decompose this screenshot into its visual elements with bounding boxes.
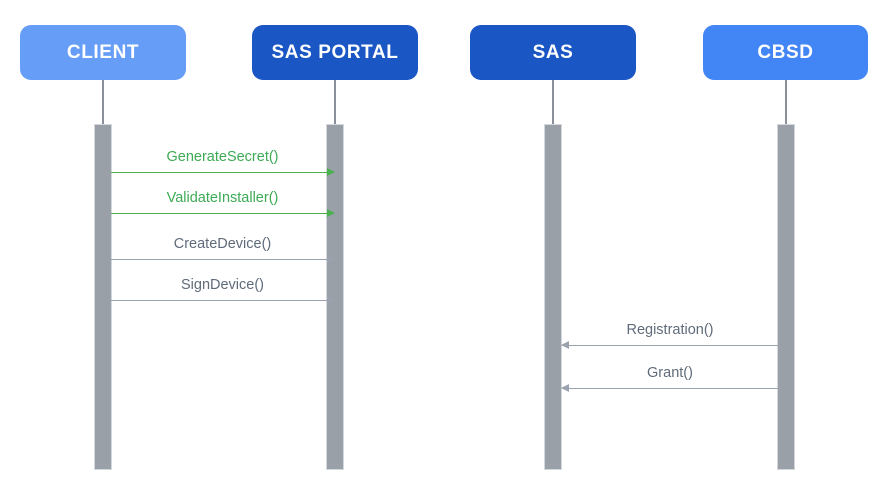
message-arrowhead-generate-secret [327,167,335,176]
message-arrowhead-registration [561,340,569,349]
message-label-create-device: CreateDevice() [173,236,272,252]
participant-label-client: CLIENT [66,41,140,63]
activation-bar-client [94,124,112,470]
message-arrowhead-create-device [327,254,335,263]
participant-box-cbsd[interactable]: CBSD [703,25,868,80]
message-line-generate-secret [111,172,334,173]
message-line-grant [562,388,778,389]
message-arrowhead-grant [561,383,569,392]
activation-bar-cbsd [777,124,795,470]
participant-box-client[interactable]: CLIENT [20,25,186,80]
message-line-sign-device [111,300,334,301]
message-label-registration: Registration() [626,322,714,338]
participant-label-cbsd: CBSD [757,41,814,63]
message-line-create-device [111,259,334,260]
message-line-validate-installer [111,213,334,214]
message-label-sign-device: SignDevice() [181,277,264,293]
participant-label-sas: SAS [532,41,574,63]
activation-bar-sas [544,124,562,470]
participant-box-sas-portal[interactable]: SAS PORTAL [252,25,418,80]
participant-box-sas[interactable]: SAS [470,25,636,80]
message-label-validate-installer: ValidateInstaller() [166,190,279,206]
lifeline-client [102,80,104,124]
message-line-registration [562,345,778,346]
participant-label-sas-portal: SAS PORTAL [271,41,399,63]
lifeline-sas-portal [334,80,336,124]
message-label-grant: Grant() [647,365,693,381]
lifeline-cbsd [785,80,787,124]
message-arrowhead-validate-installer [327,208,335,217]
message-arrowhead-sign-device [327,295,335,304]
message-label-generate-secret: GenerateSecret() [166,149,279,165]
lifeline-sas [552,80,554,124]
